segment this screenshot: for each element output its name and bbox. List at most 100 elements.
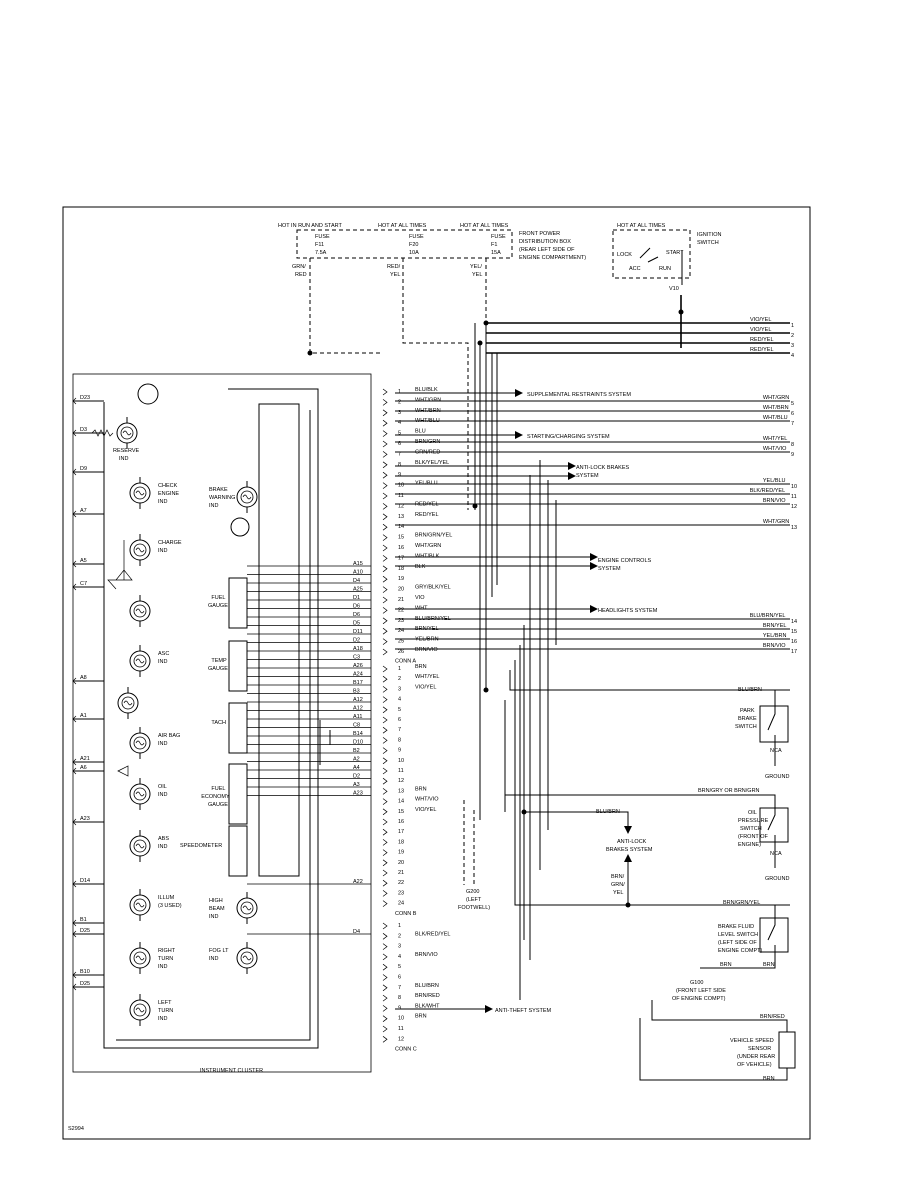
vss-wire-2: BRN: [763, 1076, 775, 1082]
conn-b-pin-number: 24: [398, 901, 404, 907]
ignition-title-2: SWITCH: [697, 240, 719, 246]
right-wire-number: 11: [791, 494, 797, 500]
bf-wire: BRN/GRN/YEL: [723, 900, 760, 906]
right-wire-label: BRN/YEL: [763, 623, 787, 629]
cluster-right-pin: A2: [353, 757, 360, 763]
indicator-label: OIL: [158, 784, 167, 790]
conn-c-name: CONN C: [395, 1047, 417, 1053]
conn-a-pin-mark: [382, 451, 388, 458]
conn-c-pin-number: 8: [398, 995, 401, 1001]
conn-b-pin-mark: [382, 777, 388, 785]
conn-b-pin-mark: [382, 859, 388, 867]
system-srs: SUPPLEMENTAL RESTRAINTS SYSTEM: [527, 392, 631, 398]
conn-c-pin-mark: [382, 1025, 388, 1033]
cluster-right-pin: A25: [353, 587, 363, 593]
indicator-label: CHECK: [158, 483, 178, 489]
fuse-box: [296, 229, 513, 259]
cluster-right-pin: A15: [353, 561, 363, 567]
conn-a-wire-label: BRN/VIO: [415, 647, 438, 653]
indicator-label: BRAKE: [209, 487, 228, 493]
indicator-label: IND: [158, 499, 168, 505]
right-wire-label: YEL/BRN: [763, 633, 787, 639]
conn-c-wire-label: BRN/VIO: [415, 952, 438, 958]
abs-wires-1: BRN/: [611, 874, 625, 880]
park-brake-1: PARK: [740, 708, 755, 714]
frame-code: S2994: [68, 1126, 84, 1132]
indicator-lamp-icon: [129, 595, 151, 627]
conn-a-pin-mark: [382, 419, 388, 427]
conn-a-wire-label: WHT/GRN: [415, 543, 441, 549]
svg-text:FUSE: FUSE: [315, 234, 330, 240]
g100-3: OF ENGINE COMPT): [672, 996, 726, 1002]
svg-text:F20: F20: [409, 242, 418, 248]
conn-a-pin-mark: [382, 513, 388, 521]
conn-a-pin-number: 8: [398, 462, 401, 468]
cluster-left-mark: [72, 880, 77, 888]
cluster-right-pin: A18: [353, 646, 363, 652]
right-wire-number: 13: [791, 525, 797, 531]
g200-3: FOOTWELL): [458, 905, 490, 911]
right-wire-label: WHT/VIO: [763, 446, 787, 452]
indicator-label: FOG LT: [209, 948, 229, 954]
hot-label-3: HOT AT ALL TIMES: [460, 223, 509, 229]
g200-1: G200: [466, 889, 479, 895]
conn-a-pin-mark: [382, 544, 388, 552]
conn-a-pin-number: 3: [398, 410, 401, 416]
indicator-lamp-icon: [129, 778, 151, 810]
gauge-box: [228, 702, 248, 754]
conn-b-pin-number: 17: [398, 829, 404, 835]
conn-c-pin-mark: [382, 1015, 388, 1022]
right-wire-label: BRN/VIO: [763, 498, 786, 504]
conn-b-pin-number: 8: [398, 737, 401, 743]
bf-brn: BRN: [763, 962, 775, 968]
cluster-left-mark: [72, 767, 77, 775]
indicator-label: ASC: [158, 651, 169, 657]
conn-b-pin-mark: [382, 798, 388, 805]
conn-b-pin-mark: [382, 767, 388, 775]
conn-a-pin-number: 4: [398, 420, 401, 426]
indicator-label: RIGHT: [158, 948, 176, 954]
svg-text:FUSE: FUSE: [409, 234, 424, 240]
conn-a-pin-mark: [382, 388, 388, 396]
gauge-label: FUEL: [211, 595, 225, 601]
system-labels: SUPPLEMENTAL RESTRAINTS SYSTEM STARTING/…: [495, 392, 658, 1014]
conn-c-pin-mark: [382, 1005, 388, 1012]
indicator-label: IND: [158, 792, 168, 798]
top-wire-label: RED/YEL: [750, 347, 774, 353]
cluster-left-pin: A21: [80, 756, 90, 762]
conn-a-pin-mark: [382, 648, 388, 656]
bf-4: ENGINE COMPT): [718, 948, 762, 954]
vss-wire-1: BRN/RED: [760, 1014, 785, 1020]
conn-b-pin-number: 14: [398, 799, 404, 805]
conn-a-pin-mark: [382, 482, 388, 489]
cluster-right-pin: A11: [353, 714, 362, 720]
conn-a-wire-label: VIO: [415, 595, 425, 601]
g200-2: (LEFT: [466, 897, 482, 903]
indicator-label: IND: [209, 914, 219, 920]
park-brake-2: BRAKE: [738, 716, 757, 722]
top-wire-number: 3: [791, 343, 794, 349]
conn-b-pin-mark: [382, 879, 388, 887]
conn-b-pin-mark: [382, 890, 388, 897]
conn-a-pin-number: 9: [398, 472, 401, 478]
conn-b-pin-number: 3: [398, 686, 401, 692]
right-wire-label: WHT/BRN: [763, 405, 789, 411]
conn-b-pin-number: 2: [398, 676, 401, 682]
indicator-label: IND: [158, 964, 168, 970]
cluster-left-pin: D3: [80, 427, 87, 433]
system-antitheft: ANTI-THEFT SYSTEM: [495, 1008, 552, 1014]
vss-2: SENSOR: [748, 1046, 771, 1052]
conn-a-wire-label: GRY/BLK/YEL: [415, 585, 451, 591]
cluster-right-pin: A24: [353, 672, 363, 678]
cluster-left-mark: [72, 583, 77, 591]
cluster-left-pin: A6: [80, 765, 87, 771]
cluster-left-mark: [72, 560, 77, 568]
cluster-right-pin: D6: [353, 604, 360, 610]
cluster-left-mark: [72, 715, 77, 723]
conn-a-wire-label: YEL/BRN: [415, 637, 439, 643]
cluster-right-pin: D6: [353, 612, 360, 618]
oil-4: (FRONT OF: [738, 834, 768, 840]
cluster-left-pin: A7: [80, 508, 87, 514]
